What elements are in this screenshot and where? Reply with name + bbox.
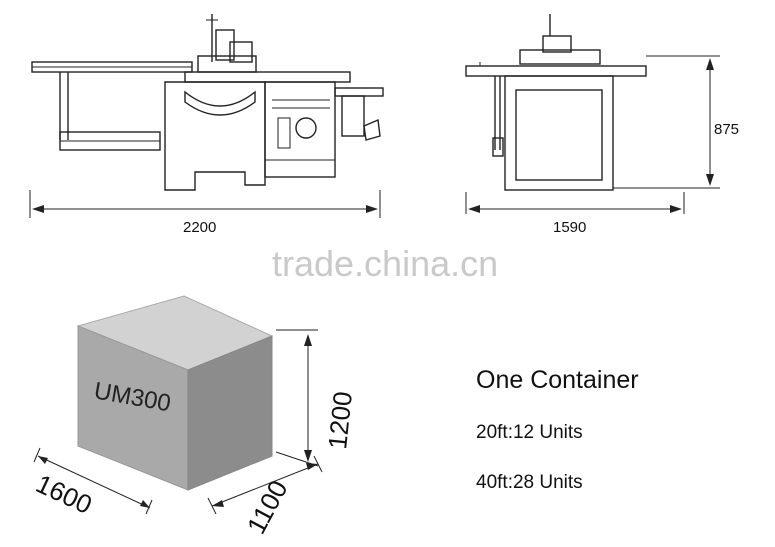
main-table bbox=[184, 71, 351, 83]
box-length-dim-line bbox=[37, 455, 151, 509]
box-depth-dim-line bbox=[211, 463, 319, 507]
cabinet-door bbox=[515, 89, 603, 181]
main-cabinet bbox=[164, 81, 266, 191]
box-side-face bbox=[187, 335, 273, 491]
box-depth-label: 1100 bbox=[241, 475, 294, 538]
height-dimension-label: 875 bbox=[714, 121, 739, 138]
watermark-text: trade.china.cn bbox=[272, 243, 498, 284]
end-table-top bbox=[465, 65, 647, 77]
box-length-label: 1600 bbox=[31, 468, 96, 520]
container-title: One Container bbox=[476, 366, 639, 394]
container-20ft-capacity: 20ft:12 Units bbox=[476, 422, 583, 443]
end-elevation-view: 1590 875 bbox=[465, 14, 739, 236]
end-cabinet bbox=[504, 75, 614, 191]
box-height-label: 1200 bbox=[322, 390, 358, 451]
side-elevation-view: 2200 bbox=[29, 14, 384, 236]
length-dimension-label: 2200 bbox=[183, 219, 216, 236]
blade-guard bbox=[184, 90, 256, 116]
package-box: UM300 1600 1100 1200 bbox=[31, 295, 358, 539]
width-dimension-label: 1590 bbox=[553, 219, 586, 236]
container-40ft-capacity: 40ft:28 Units bbox=[476, 472, 583, 493]
side-cabinet bbox=[264, 81, 336, 178]
